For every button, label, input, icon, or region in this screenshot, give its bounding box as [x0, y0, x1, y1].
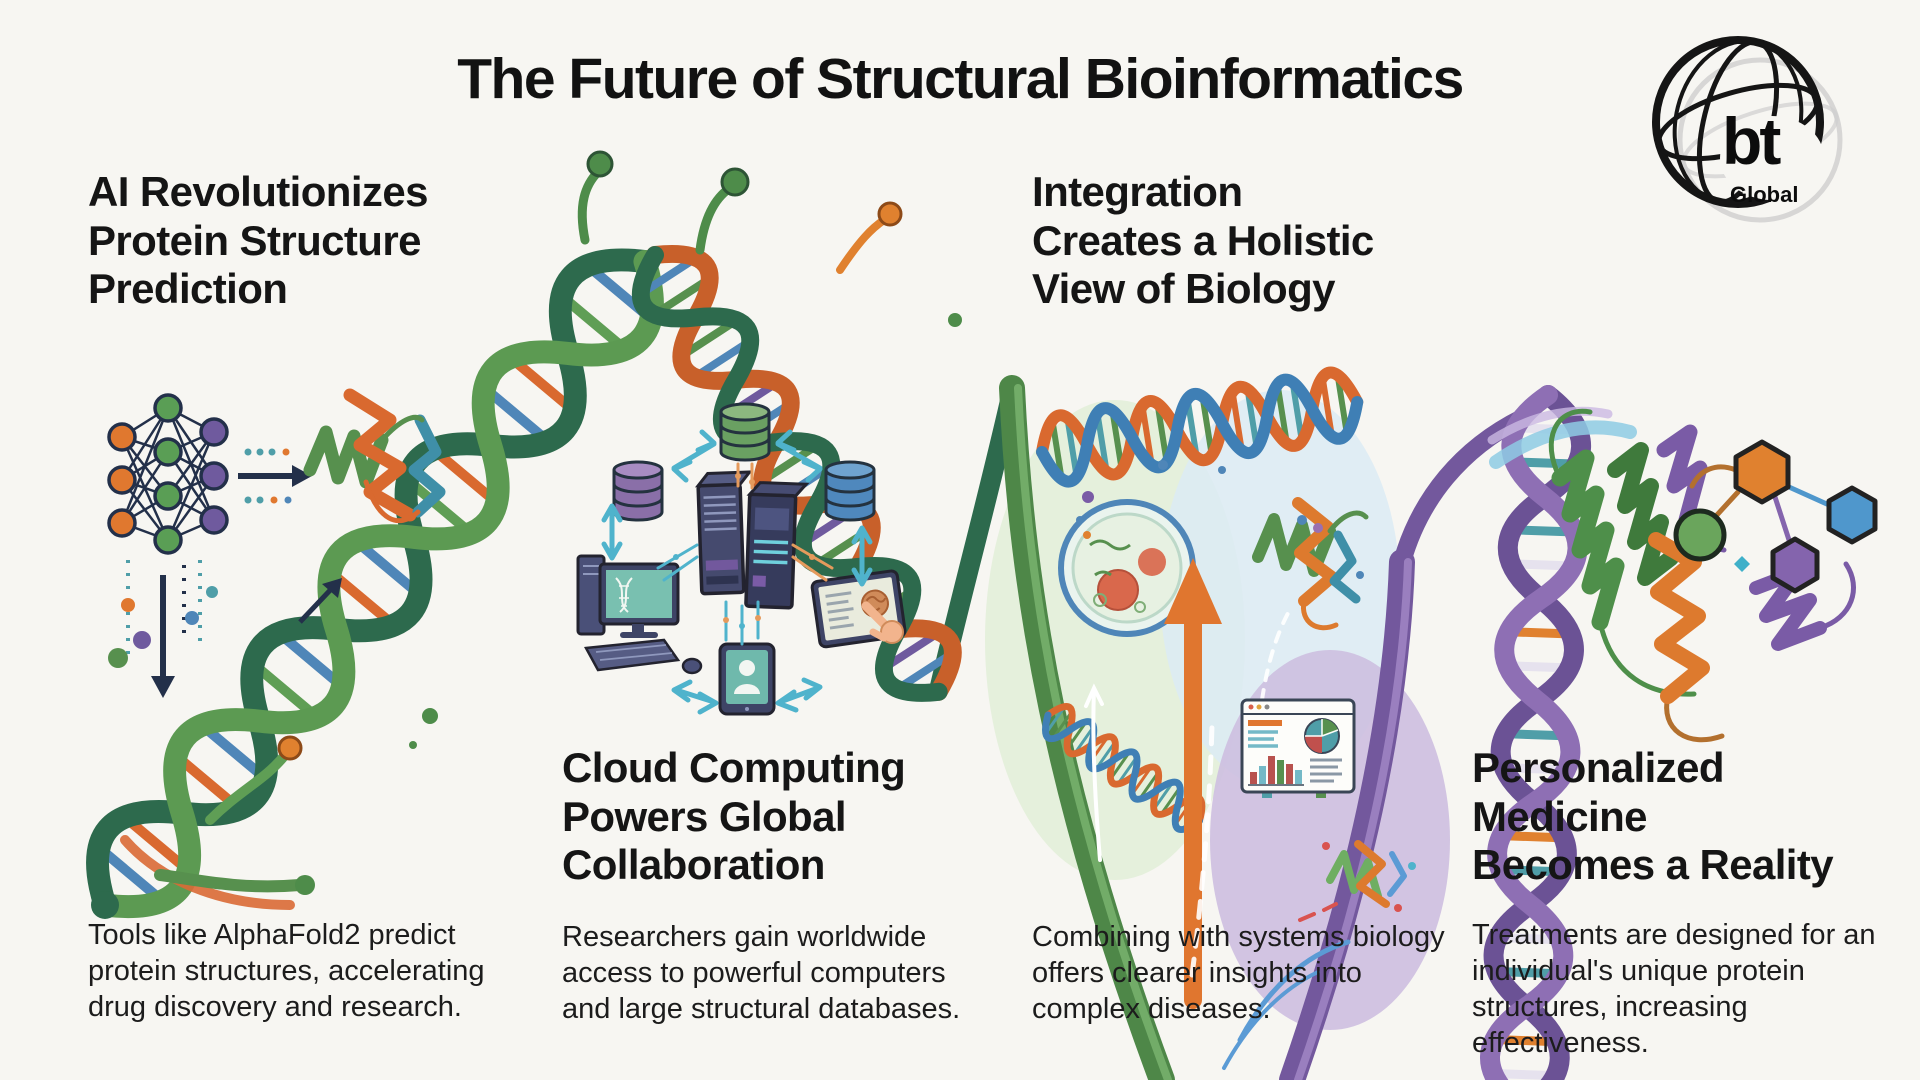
circuit-trace-decor: [656, 462, 834, 646]
personalized-medicine-illustration: [1487, 406, 1878, 743]
touchscreen-hand-icon: [810, 569, 907, 649]
section-heading-ai: AI Revolutionizes Protein Structure Pred…: [88, 168, 428, 313]
analytics-dashboard-icon: [1240, 698, 1356, 798]
blue-swoosh: [1489, 420, 1637, 469]
pie-chart-icon: [1304, 718, 1340, 754]
protein-ribbon-drug-molecule-icon: [1548, 408, 1856, 743]
database-icon-purple: [612, 460, 664, 522]
up-arrow-icon: [1164, 558, 1222, 1009]
molecule-dots: [1076, 460, 1364, 579]
neural-network-icon: [107, 393, 229, 555]
drug-molecule-icon: [1673, 439, 1878, 594]
section-heading-personalized: Personalized Medicine Becomes a Reality: [1472, 744, 1834, 889]
cloud-computing-illustration: [576, 402, 907, 716]
dna-knob-antennae: [577, 150, 962, 327]
database-icon-green: [719, 402, 771, 462]
dna-tendrils: [91, 708, 438, 919]
protein-mini-purple-zone: [1322, 840, 1416, 912]
prediction-arrow-icon: [238, 448, 312, 504]
section-heading-integration: Integration Creates a Holistic View of B…: [1032, 168, 1374, 313]
nn-edges: [120, 406, 216, 542]
sync-arrow-icons: [601, 429, 873, 715]
logo-brand-text: bt: [1722, 104, 1781, 178]
fan-accent-lines: [1084, 604, 1351, 1070]
cell-icon: [1058, 499, 1196, 637]
server-rack-icon: [694, 470, 810, 610]
section-body-cloud: Researchers gain worldwide access to pow…: [562, 921, 961, 1025]
section-body-personalized: Treatments are designed for an individua…: [1472, 919, 1876, 1059]
tablet-user-icon: [718, 642, 776, 716]
desktop-computer-icon: [576, 554, 703, 675]
section-body-ai: Tools like AlphaFold2 predict protein st…: [88, 919, 485, 1023]
section-heading-cloud: Cloud Computing Powers Global Collaborat…: [562, 744, 906, 889]
database-icon-blue: [824, 460, 876, 522]
nn-nodes: [107, 393, 229, 555]
predicted-protein-icon: [303, 388, 446, 524]
nn-dropout-dots: [108, 560, 342, 698]
page-title: The Future of Structural Bioinformatics: [457, 47, 1464, 111]
bar-chart-icon: [1248, 756, 1304, 786]
protein-ribbon-icon-integration: [1252, 497, 1369, 631]
globe-wireframe-icon: [1652, 36, 1843, 223]
integration-illustration: [1036, 460, 1416, 1070]
section-body-integration: Combining with systems biology offers cl…: [1032, 921, 1445, 1025]
logo-tagline-text: Global: [1730, 182, 1799, 207]
